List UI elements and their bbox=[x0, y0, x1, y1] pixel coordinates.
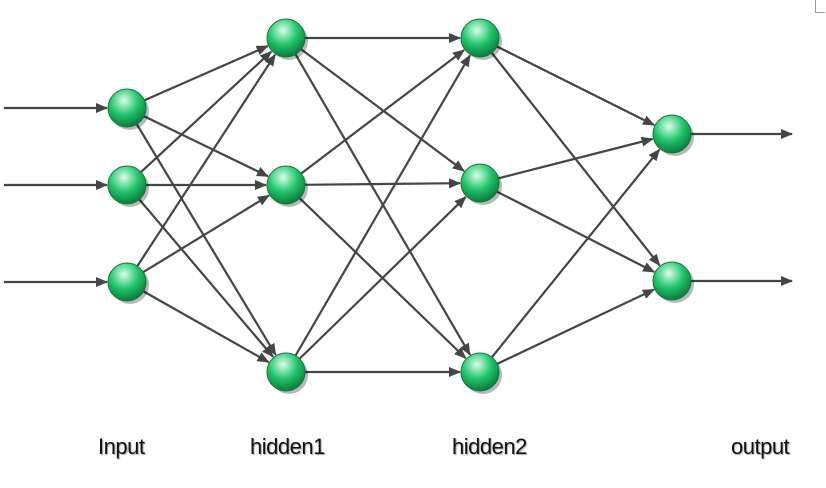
edge-hidden12-to-hidden21 bbox=[298, 49, 465, 176]
edge-hidden22-to-output2 bbox=[494, 189, 656, 273]
node-hidden1-3 bbox=[266, 352, 306, 392]
edge-hidden23-to-output2 bbox=[494, 288, 655, 366]
edge-hidden12-to-hidden22 bbox=[302, 178, 462, 189]
edge-hidden13-to-hidden21 bbox=[293, 54, 471, 358]
edge-hidden11-to-hidden23 bbox=[293, 52, 471, 356]
node-hidden2-2 bbox=[460, 163, 500, 203]
edge-input2-to-hidden11 bbox=[138, 50, 273, 175]
node-output-2 bbox=[652, 261, 692, 301]
nodes-group bbox=[107, 18, 694, 394]
edge-input3-to-hidden12 bbox=[140, 194, 270, 275]
node-input-2 bbox=[107, 165, 147, 205]
edge-input2-to-hidden13 bbox=[137, 197, 274, 358]
node-input-3 bbox=[107, 262, 147, 302]
edge-input1-to-hidden12 bbox=[141, 114, 269, 178]
node-hidden2-3 bbox=[460, 352, 500, 392]
edge-hidden11-to-hidden22 bbox=[298, 47, 465, 172]
corner-mark bbox=[815, 0, 825, 13]
edge-input1-to-hidden13 bbox=[134, 121, 277, 356]
edge-input1-to-hidden11 bbox=[142, 45, 269, 103]
edge-hidden21-to-output1 bbox=[494, 44, 656, 127]
layer-label-input: Input bbox=[98, 434, 145, 459]
node-hidden1-1 bbox=[266, 18, 306, 58]
node-input-1 bbox=[107, 88, 147, 128]
node-hidden2-1 bbox=[460, 18, 500, 58]
node-output-1 bbox=[652, 114, 692, 154]
layer-label-hidden2: hidden2 bbox=[452, 434, 527, 459]
connections-group bbox=[4, 33, 793, 377]
node-hidden1-2 bbox=[266, 165, 306, 205]
edge-input3-to-hidden11 bbox=[135, 53, 277, 269]
layer-label-output: output bbox=[731, 434, 790, 459]
edge-input3-to-hidden13 bbox=[141, 289, 270, 364]
edge-hidden13-to-hidden22 bbox=[297, 196, 467, 361]
edge-hidden22-to-output1 bbox=[496, 136, 654, 180]
edge-hidden23-to-output1 bbox=[489, 148, 661, 360]
layer-label-hidden1: hidden1 bbox=[250, 434, 325, 459]
